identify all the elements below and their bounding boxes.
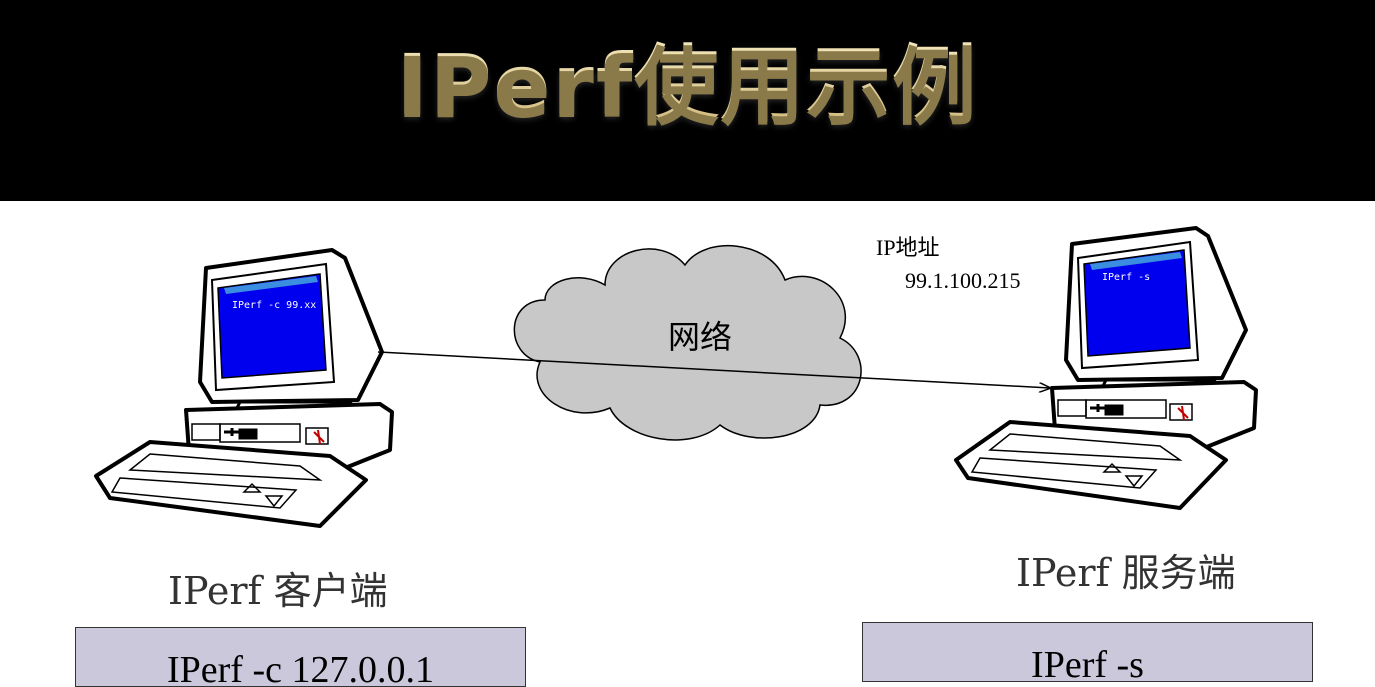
server-screen [1083, 249, 1191, 357]
slide-title: IPerf使用示例 [0, 30, 1375, 140]
client-computer: IPerf -c 99.xx [94, 248, 394, 528]
client-command: IPerf -c 127.0.0.1 [167, 649, 434, 687]
server-command-box: IPerf -s [862, 622, 1313, 682]
network-diagram: IPerf -c 99.xx IPerf -s [94, 226, 1258, 528]
server-ip-value: 99.1.100.215 [905, 268, 1021, 293]
server-ip-label: IP地址 [876, 235, 940, 260]
server-screen-text: IPerf -s [1102, 272, 1150, 283]
client-label: IPerf 客户端 [168, 569, 388, 613]
server-computer: IPerf -s [954, 226, 1258, 510]
client-screen-text: IPerf -c 99.xx [232, 300, 316, 311]
network-cloud [513, 244, 862, 441]
client-command-box: IPerf -c 127.0.0.1 [75, 627, 526, 687]
client-screen [217, 273, 327, 379]
network-label: 网络 [668, 318, 733, 356]
title-bar: IPerf使用示例 [0, 0, 1375, 201]
connection-arrow [377, 351, 1050, 388]
server-command: IPerf -s [1031, 644, 1144, 682]
server-label: IPerf 服务端 [1016, 551, 1236, 595]
